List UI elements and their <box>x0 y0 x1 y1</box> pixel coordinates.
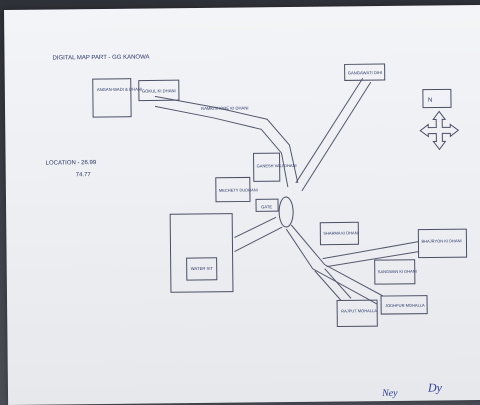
road-anganwadi-to-gate-top <box>154 95 299 184</box>
road-gate-south-a <box>290 224 384 297</box>
place-gokul: GOKUL KI DHANI <box>138 79 180 102</box>
map-title: DIGITAL MAP PART - GG KANOWA <box>52 54 149 61</box>
place-ganesh: GANESH VALI DHANI <box>253 152 297 182</box>
place-label: WATER SIT <box>191 266 214 271</box>
road-south-to-rajput-b <box>314 270 342 301</box>
road-gate-south-b <box>285 228 378 305</box>
place-label: RAMKISHORE KI DHANI <box>201 105 249 110</box>
place-water: WATER SIT <box>169 213 234 293</box>
place-label: GANESH VALI DHANI <box>257 163 297 168</box>
place-label: GANGAWATI DIHI <box>348 70 383 75</box>
place-sangwan: SANGWAN KI DHANI <box>374 259 417 285</box>
roads <box>154 77 419 305</box>
place-label: ANGAN-WADI & DHANI <box>97 87 142 92</box>
road-east-to-bhajiram-a <box>322 241 419 260</box>
road-to-gangawati-a <box>295 77 364 184</box>
compass-rose-icon <box>419 110 460 151</box>
road-south-to-rajput-a <box>324 268 352 299</box>
place-label: RAJPUT MOHALLA <box>341 308 377 313</box>
place-sharma: SHARMA KI DHANI <box>319 221 359 246</box>
place-label: BHAJRYON KI DHANI <box>421 238 461 243</box>
place-jodhpur: JODHPUR MOHALLA <box>380 295 428 315</box>
place-label: GATE <box>261 204 272 209</box>
location-value: 74.77 <box>76 172 92 178</box>
signature-right: Dy <box>427 380 443 394</box>
road-east-to-bhajiram-b <box>326 251 419 268</box>
place-anganwadi: ANGAN-WADI & DHANI <box>92 78 142 118</box>
place-bhajiram: BHAJRYON KI DHANI <box>417 228 468 259</box>
place-mechety: MECHETY DUDHANI <box>215 176 258 203</box>
place-label: MECHETY DUDHANI <box>219 187 258 192</box>
place-ramkishore: RAMKISHORE KI DHANI <box>201 105 249 110</box>
hand-drawn-map: DIGITAL MAP PART - GG KANOWA LOCATION - … <box>46 54 468 399</box>
location-label: LOCATION - 26.99 <box>46 160 97 167</box>
gate-oval <box>278 196 294 228</box>
signatures: Ney Dy <box>381 380 443 399</box>
place-rajput: RAJPUT MOHALLA <box>336 299 378 328</box>
place-label: JODHPUR MOHALLA <box>385 303 425 308</box>
place-label: SANGWAN KI DHANI <box>378 269 417 274</box>
road-anganwadi-to-gate-bottom <box>154 105 289 188</box>
place-label: SHARMA KI DHANI <box>323 230 358 235</box>
signature-left: Ney <box>381 388 398 399</box>
road-to-gangawati-b <box>301 81 372 192</box>
north-label: N <box>428 98 432 104</box>
paper-sheet: DIGITAL MAP PART - GG KANOWA LOCATION - … <box>4 5 480 405</box>
road-gate-to-water-b <box>234 226 283 253</box>
place-gangawati: GANGAWATI DIHI <box>344 63 386 81</box>
place-label: GOKUL KI DHANI <box>142 88 176 93</box>
place-gate: GATE <box>255 198 279 212</box>
road-gate-to-water-a <box>234 216 277 239</box>
north-box: N <box>422 88 452 109</box>
